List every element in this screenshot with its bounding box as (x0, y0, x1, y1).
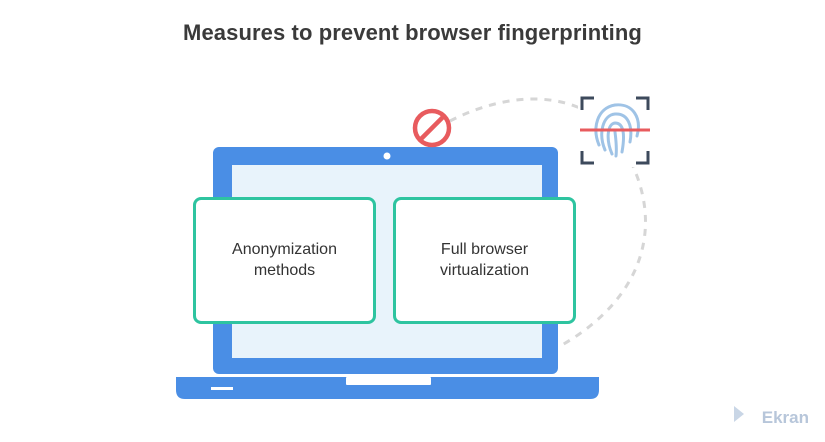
scan-frame-corners (580, 96, 650, 165)
laptop-camera (383, 152, 391, 160)
card-label: Full browser virtualization (440, 240, 529, 279)
brand-name: Ekran (761, 408, 809, 427)
card-full-browser-virtualization: Full browser virtualization (393, 197, 576, 324)
diagram-title: Measures to prevent browser fingerprinti… (183, 20, 642, 45)
card-anonymization-methods: Anonymization methods (193, 197, 376, 324)
dashed-connection-path (449, 97, 647, 347)
brand-watermark: Ekran (744, 408, 809, 428)
prohibited-icon (412, 108, 452, 148)
fingerprint-scan-icon (578, 93, 652, 167)
laptop-trackpad-notch (346, 377, 431, 385)
laptop-base-mark (211, 387, 233, 390)
brand-logo-icon (734, 406, 744, 422)
brand-spacer (744, 411, 758, 425)
laptop-base (176, 377, 599, 399)
card-label: Anonymization methods (232, 240, 337, 279)
